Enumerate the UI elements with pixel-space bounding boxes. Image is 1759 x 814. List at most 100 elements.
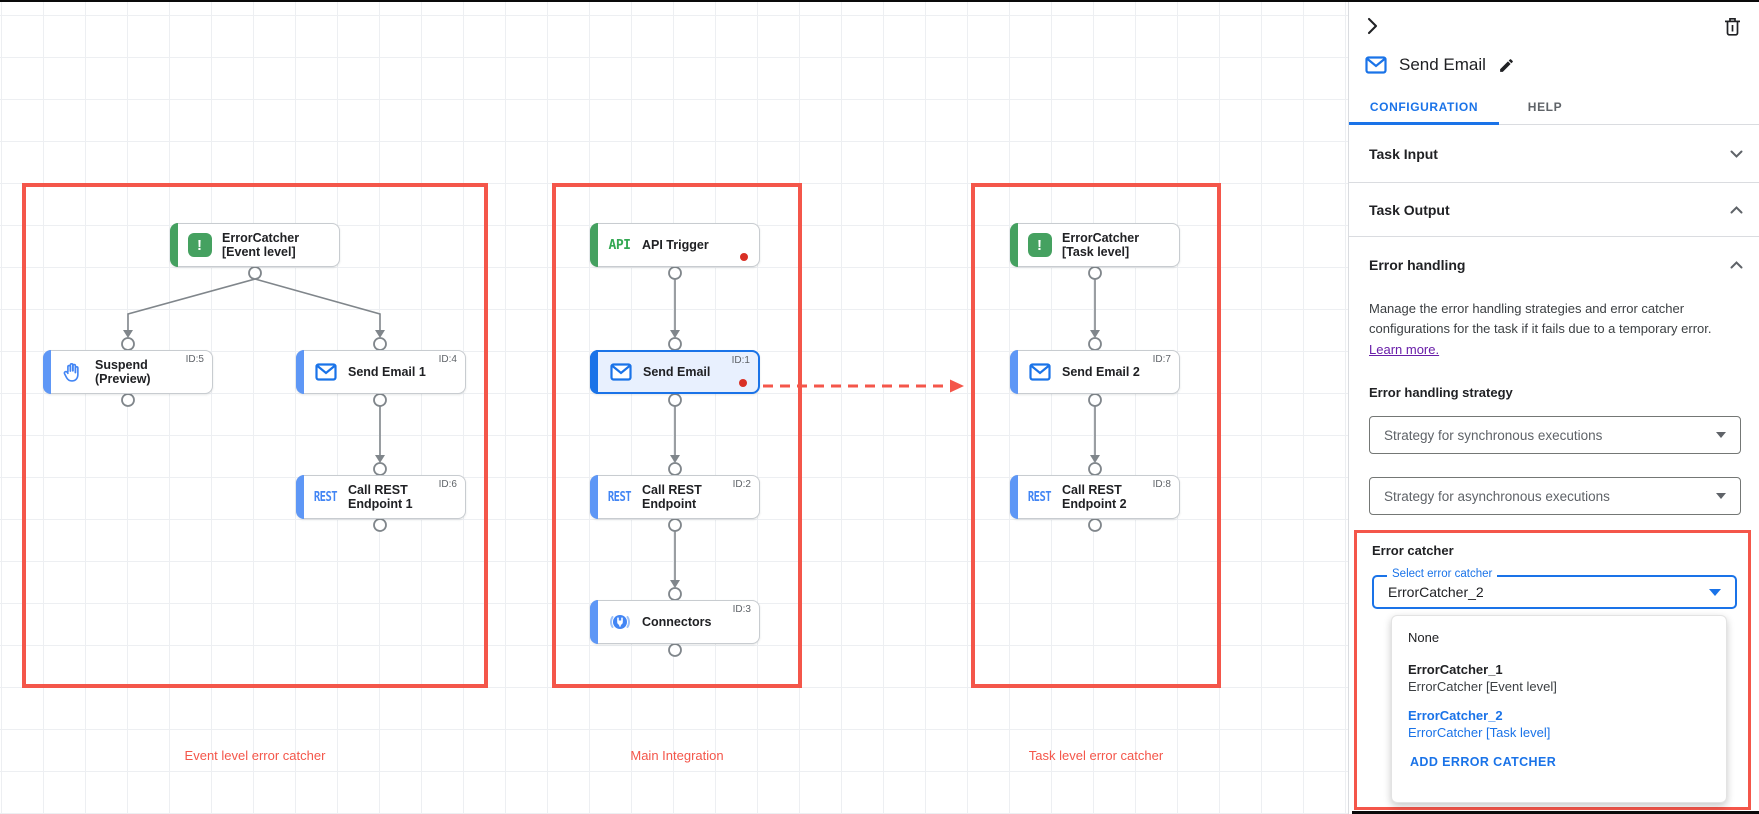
- connector-icon: [606, 610, 633, 634]
- node-accent-bar: [170, 223, 178, 267]
- node-accent-bar: [1010, 350, 1018, 394]
- main-integration-caption: Main Integration: [630, 748, 724, 763]
- async-strategy-dropdown[interactable]: Strategy for asynchronous executions: [1369, 477, 1741, 515]
- email-icon: [607, 363, 634, 381]
- menu-item-desc: ErrorCatcher [Event level]: [1408, 679, 1557, 694]
- flow-edges: [121, 266, 1102, 657]
- node-call-rest-endpoint[interactable]: REST Call REST Endpoint ID:2: [590, 475, 760, 519]
- node-errorcatcher-task[interactable]: ! ErrorCatcher [Task level]: [1010, 223, 1180, 267]
- error-catcher-select[interactable]: Select error catcher ErrorCatcher_2: [1372, 568, 1737, 609]
- collapse-panel-button[interactable]: [1365, 15, 1380, 37]
- section-task-output[interactable]: Task Output: [1349, 183, 1759, 237]
- select-value: ErrorCatcher_2: [1388, 584, 1484, 600]
- integration-canvas[interactable]: ! ErrorCatcher [Event level] Suspend (Pr…: [0, 0, 1348, 814]
- delete-task-button[interactable]: [1722, 15, 1743, 38]
- section-label: Task Output: [1369, 201, 1450, 218]
- node-send-email-selected[interactable]: Send Email ID:1: [590, 350, 760, 394]
- node-send-email-2[interactable]: Send Email 2 ID:7: [1010, 350, 1180, 394]
- error-catcher-highlight-region: Error catcher Select error catcher Error…: [1354, 530, 1751, 810]
- node-id: ID:7: [1152, 354, 1171, 365]
- node-errorcatcher-event[interactable]: ! ErrorCatcher [Event level]: [170, 223, 340, 267]
- node-api-trigger[interactable]: API API Trigger: [590, 223, 760, 267]
- error-catcher-icon: !: [1026, 233, 1053, 257]
- error-catcher-menu: None ErrorCatcher_1 ErrorCatcher [Event …: [1391, 615, 1727, 803]
- sync-strategy-dropdown[interactable]: Strategy for synchronous executions: [1369, 416, 1741, 454]
- menu-item-errorcatcher-2[interactable]: ErrorCatcher_2 ErrorCatcher [Task level]: [1408, 707, 1710, 741]
- chevron-up-icon: [1730, 205, 1743, 213]
- node-id: ID:5: [185, 354, 204, 365]
- menu-item-name: ErrorCatcher_2: [1408, 708, 1503, 723]
- node-call-rest-endpoint-1[interactable]: REST Call REST Endpoint 1 ID:6: [296, 475, 466, 519]
- chevron-right-icon: [1367, 17, 1378, 35]
- node-accent-bar: [296, 350, 304, 394]
- task-config-panel: Send Email CONFIGURATION HELP Task Input…: [1348, 2, 1759, 814]
- learn-more-link[interactable]: Learn more.: [1369, 342, 1440, 357]
- error-dot: [740, 253, 748, 261]
- task-title-row: Send Email: [1349, 52, 1759, 78]
- trash-icon: [1725, 17, 1740, 36]
- node-title: Send Email 1: [348, 365, 426, 379]
- node-title: Suspend (Preview): [95, 358, 151, 386]
- select-caret-icon: [1709, 588, 1721, 596]
- node-accent-bar: [1010, 475, 1018, 519]
- edit-pencil-icon[interactable]: [1498, 57, 1515, 74]
- event-level-caption: Event level error catcher: [184, 748, 326, 763]
- window-top-border: [0, 0, 1759, 2]
- error-catcher-icon: !: [186, 233, 213, 257]
- task-level-caption: Task level error catcher: [1028, 748, 1164, 763]
- tab-help[interactable]: HELP: [1527, 100, 1563, 114]
- node-accent-bar: [590, 350, 598, 394]
- dropdown-value: Strategy for asynchronous executions: [1384, 488, 1610, 504]
- email-icon: [312, 363, 339, 381]
- node-send-email-1[interactable]: Send Email 1 ID:4: [296, 350, 466, 394]
- node-call-rest-endpoint-2[interactable]: REST Call REST Endpoint 2 ID:8: [1010, 475, 1180, 519]
- dropdown-caret-icon: [1716, 493, 1726, 499]
- menu-item-errorcatcher-1[interactable]: ErrorCatcher_1 ErrorCatcher [Event level…: [1408, 661, 1710, 695]
- node-title: Call REST Endpoint: [642, 483, 702, 511]
- add-error-catcher-button[interactable]: ADD ERROR CATCHER: [1410, 755, 1557, 769]
- error-dot: [739, 379, 747, 387]
- node-title: Send Email: [643, 365, 711, 379]
- event-level-highlight-box: [22, 183, 488, 688]
- node-accent-bar: [590, 600, 598, 644]
- panel-header: [1349, 2, 1759, 38]
- node-title: Call REST Endpoint 1: [348, 483, 413, 511]
- section-error-handling[interactable]: Error handling: [1349, 237, 1759, 293]
- node-suspend[interactable]: Suspend (Preview) ID:5: [43, 350, 213, 394]
- chevron-down-icon: [1730, 150, 1743, 158]
- select-floating-label: Select error catcher: [1387, 568, 1498, 580]
- node-id: ID:8: [1152, 479, 1171, 490]
- node-connectors[interactable]: Connectors ID:3: [590, 600, 760, 644]
- active-tab-underline: [1349, 122, 1499, 125]
- node-title: Call REST Endpoint 2: [1062, 483, 1127, 511]
- rest-icon: REST: [1027, 489, 1052, 505]
- task-title: Send Email: [1399, 55, 1486, 74]
- node-title: API Trigger: [642, 238, 709, 252]
- tab-configuration[interactable]: CONFIGURATION: [1369, 100, 1479, 114]
- node-id: ID:2: [732, 479, 751, 490]
- node-title: ErrorCatcher [Event level]: [222, 231, 300, 259]
- chevron-up-icon: [1730, 261, 1743, 269]
- section-task-input[interactable]: Task Input: [1349, 125, 1759, 183]
- section-label: Task Input: [1369, 145, 1438, 162]
- node-id: ID:1: [731, 355, 750, 366]
- api-icon: API: [608, 237, 631, 253]
- section-label: Error handling: [1369, 257, 1466, 273]
- hand-icon: [59, 361, 86, 384]
- email-icon: [1026, 363, 1053, 381]
- rest-icon: REST: [607, 489, 632, 505]
- menu-item-none[interactable]: None: [1408, 630, 1440, 645]
- error-handling-strategy-label: Error handling strategy: [1369, 385, 1513, 400]
- node-id: ID:3: [732, 604, 751, 615]
- panel-tabs: CONFIGURATION HELP: [1349, 90, 1759, 125]
- node-id: ID:6: [438, 479, 457, 490]
- node-accent-bar: [43, 350, 51, 394]
- node-title: Send Email 2: [1062, 365, 1140, 379]
- error-catcher-label: Error catcher: [1372, 543, 1454, 558]
- node-accent-bar: [590, 223, 598, 267]
- email-icon: [1365, 56, 1387, 74]
- rest-icon: REST: [313, 489, 338, 505]
- node-title: Connectors: [642, 615, 712, 629]
- node-accent-bar: [1010, 223, 1018, 267]
